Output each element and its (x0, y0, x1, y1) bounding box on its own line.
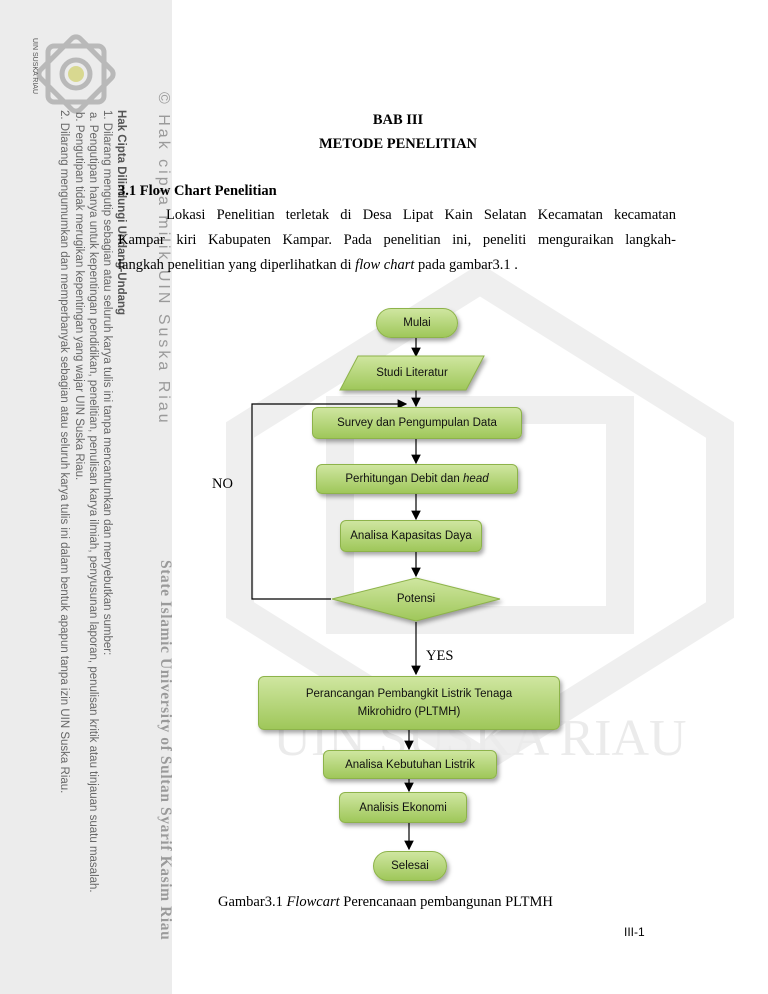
flow-chart-term: flow chart (355, 257, 415, 273)
section-heading: 3.1 Flow Chart Penelitian (118, 183, 277, 199)
flow-decision-node: Potensi (396, 593, 436, 605)
no-label: NO (212, 476, 233, 492)
figure-caption: Gambar3.1 Flowcart Perencanaan pembangun… (218, 894, 553, 910)
legal-rule-1: 1. Dilarang mengutip sebagian atau selur… (101, 110, 113, 656)
flow-design-node: Perancangan Pembangkit Listrik Tenaga Mi… (258, 676, 560, 730)
flow-end-node: Selesai (373, 851, 447, 881)
logo-caption: UIN SUSKA RIAU (31, 38, 38, 95)
legal-rule-2: 2. Dilarang mengumumkan dan memperbanyak… (58, 110, 70, 794)
flow-survey-node: Survey dan Pengumpulan Data (312, 407, 522, 439)
legal-rule-1a: a. Pengutipan hanya untuk kepentingan pe… (87, 112, 99, 893)
flow-capacity-node: Analisa Kapasitas Daya (340, 520, 482, 552)
paragraph-line-1: Lokasi Penelitian terletak di Desa Lipat… (166, 207, 676, 223)
flow-demand-node: Analisa Kebutuhan Listrik (323, 750, 497, 779)
chapter-title: METODE PENELITIAN (318, 136, 478, 152)
paragraph-line-3: langkah penelitian yang diperlihatkan di… (118, 257, 518, 273)
page-number: III-1 (624, 925, 645, 939)
state-university-line: State Islamic University of Sultan Syari… (157, 560, 174, 941)
yes-label: YES (426, 648, 454, 664)
flow-start-node: Mulai (376, 308, 458, 338)
flow-calculation-node: Perhitungan Debit dan head (316, 464, 518, 494)
sidebar-band (0, 0, 172, 994)
flow-economy-node: Analisis Ekonomi (339, 792, 467, 823)
uin-logo-icon (36, 34, 116, 114)
head-term: head (463, 473, 489, 485)
flow-literature-node: Studi Literatur (376, 367, 448, 379)
chapter-number: BAB III (372, 112, 424, 128)
legal-rule-1b: b. Pengutipan tidak merugikan kepentinga… (73, 112, 85, 481)
paragraph-line-2: Kampar kiri Kabupaten Kampar. Pada penel… (118, 232, 676, 248)
